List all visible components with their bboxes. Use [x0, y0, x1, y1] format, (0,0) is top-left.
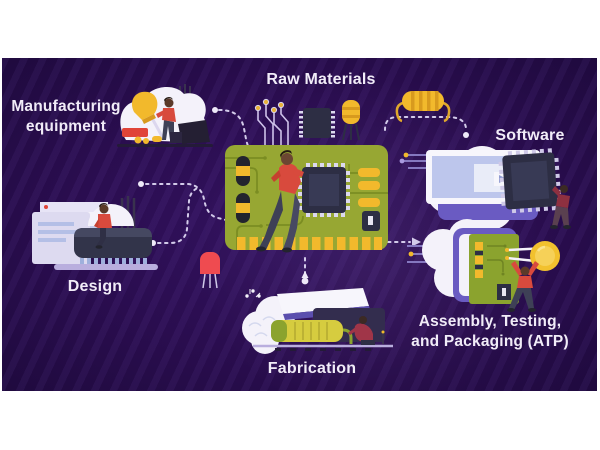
green-board-icon	[469, 234, 519, 304]
ic-chip-icon	[299, 108, 335, 138]
chip-side-icon	[54, 228, 158, 270]
arrow-icon	[412, 237, 421, 247]
ground-line	[117, 144, 213, 147]
person-figure	[94, 203, 112, 249]
supply-chain-diagram: Manufacturing equipment Raw Materials So…	[2, 58, 597, 391]
label-fabrication: Fabrication	[257, 359, 367, 379]
connector-manufacturing-to-board	[212, 107, 249, 147]
board-dark-component	[362, 211, 380, 231]
manufacturing-equipment-illustration	[117, 84, 213, 147]
label-line: Manufacturing	[11, 98, 121, 115]
person-figure	[348, 316, 375, 345]
edge-connector-pins	[237, 237, 382, 250]
label-software: Software	[478, 126, 582, 146]
label-design: Design	[58, 277, 132, 297]
red-crate	[122, 128, 148, 137]
dark-equipment	[178, 120, 210, 144]
connector-design-to-board-a	[138, 181, 227, 221]
design-illustration	[32, 196, 158, 270]
circuit-board-illustration	[225, 98, 388, 253]
fabrication-illustration	[242, 288, 393, 354]
label-atp: Assembly, Testing, and Packaging (ATP)	[402, 312, 578, 352]
resistor-icon	[395, 91, 451, 123]
dark-equipment-small	[170, 132, 182, 143]
person-figure	[156, 97, 176, 140]
label-manufacturing-equipment: Manufacturing equipment	[4, 97, 128, 137]
label-raw-materials: Raw Materials	[251, 70, 391, 90]
label-line: Design	[67, 278, 123, 295]
connector-board-to-fabrication	[301, 257, 309, 285]
yellow-parts	[134, 136, 162, 144]
transistor-icon	[200, 252, 220, 289]
atp-illustration	[407, 219, 560, 312]
person-figure	[507, 261, 539, 312]
trace-lines-icon	[257, 104, 289, 145]
chip-icon	[498, 148, 562, 214]
person-figure	[256, 150, 304, 253]
label-line: and Packaging (ATP)	[411, 333, 569, 350]
litho-machine-icon	[271, 320, 353, 344]
connector-board-to-atp	[387, 237, 421, 247]
label-line: Assembly, Testing,	[418, 313, 562, 330]
board-capacitor-icon	[236, 156, 250, 223]
connector-rawmaterials-to-software	[384, 116, 469, 138]
connector-lines	[138, 107, 469, 285]
board-resistors-icon	[358, 168, 380, 207]
capacitor-stack-icon	[342, 100, 360, 141]
label-line: Software	[495, 127, 565, 144]
ground-ticks	[275, 348, 371, 351]
trace-pin-dots	[254, 98, 285, 114]
cloud-texture	[248, 316, 276, 337]
label-line: Fabrication	[267, 360, 357, 377]
spark-dots	[245, 289, 261, 298]
panel-top	[277, 288, 369, 314]
label-line: equipment	[25, 118, 107, 135]
person-figure	[550, 185, 571, 229]
label-line: Raw Materials	[266, 71, 376, 88]
funnel-icon	[131, 91, 158, 124]
qfp-chip-icon	[298, 163, 350, 217]
software-illustration	[399, 146, 571, 230]
